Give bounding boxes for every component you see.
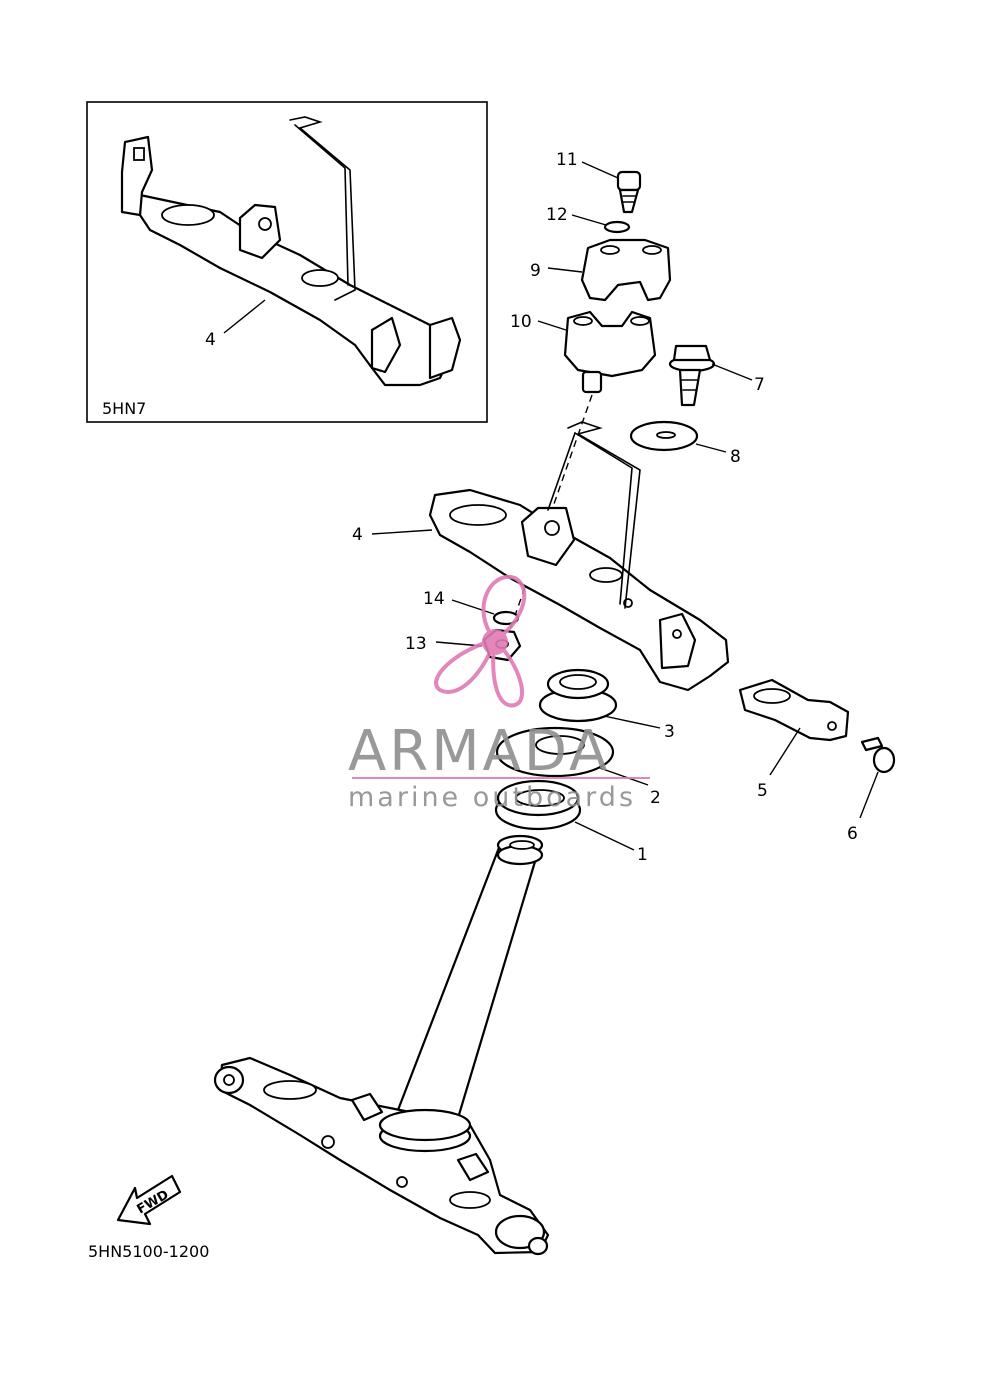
steering-stem (396, 834, 544, 1130)
callout-4-inset: 4 (205, 330, 216, 350)
part-2-seal (495, 726, 615, 778)
inset-code: 5HN7 (102, 399, 146, 418)
callout-6: 6 (847, 824, 858, 844)
callout-11: 11 (556, 150, 578, 170)
part-8-washer (629, 420, 699, 452)
propeller-icon (434, 574, 527, 708)
watermark-tagline: marine outboards (348, 782, 636, 813)
callout-1: 1 (637, 845, 648, 865)
inset-panel: 4 5HN7 (86, 101, 488, 423)
watermark: ARMADA marine outboards (348, 574, 650, 813)
callout-9: 9 (530, 261, 541, 281)
callout-5: 5 (757, 781, 768, 801)
callout-13: 13 (405, 634, 427, 654)
callout-10: 10 (510, 312, 532, 332)
callout-3: 3 (664, 722, 675, 742)
inset-upper-bracket (120, 116, 462, 387)
callout-8: 8 (730, 447, 741, 467)
callout-4: 4 (352, 525, 363, 545)
part-1-bearing (494, 779, 582, 831)
fwd-arrow-icon: FWD (116, 1174, 182, 1226)
callout-12: 12 (546, 205, 568, 225)
watermark-brand: ARMADA (348, 719, 610, 784)
part-4-upper-bracket (428, 421, 730, 692)
diagram-code: 5HN5100-1200 (88, 1242, 209, 1261)
part-9-handle-holder-upper (580, 238, 672, 302)
part-5-clamp (738, 678, 850, 742)
part-11-bolt (616, 170, 642, 214)
callout-14: 14 (423, 589, 445, 609)
part-7-flange-bolt (668, 344, 716, 407)
part-10-handle-holder-lower (563, 310, 657, 394)
under-bracket (213, 1056, 550, 1256)
part-12-washer (603, 220, 631, 234)
part-3-ring-nut (538, 668, 618, 723)
callout-7: 7 (754, 375, 765, 395)
callout-2: 2 (650, 788, 661, 808)
part-6-bolt (860, 736, 896, 774)
